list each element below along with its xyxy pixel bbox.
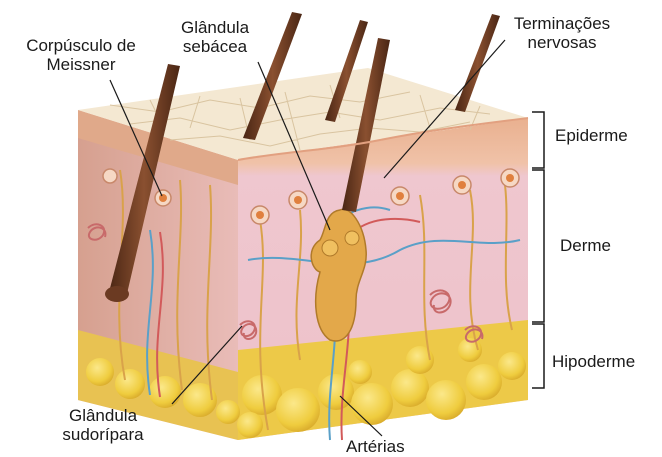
bracket-derme [532, 170, 544, 322]
label-epidermis: Epiderme [555, 126, 628, 145]
label-arteries: Artérias [346, 437, 405, 456]
bracket-hipoderme [532, 324, 544, 388]
label-dermis: Derme [560, 236, 611, 255]
label-hypodermis: Hipoderme [552, 352, 635, 371]
label-sweat-gland: Glândula sudorípara [44, 406, 162, 444]
label-sebaceous-gland: Glândula sebácea [170, 18, 260, 56]
layer-brackets [532, 112, 544, 388]
bracket-epiderme [532, 112, 544, 168]
label-meissner-corpuscle: Corpúsculo de Meissner [6, 36, 156, 74]
label-nerve-endings: Terminações nervosas [502, 14, 622, 52]
